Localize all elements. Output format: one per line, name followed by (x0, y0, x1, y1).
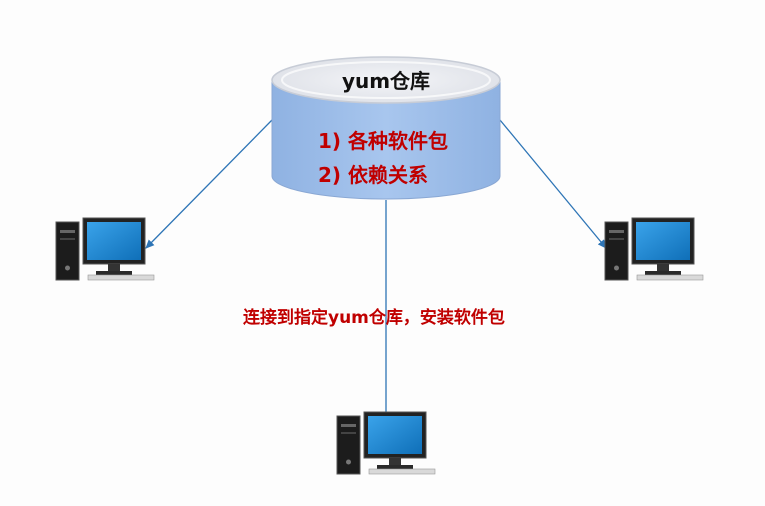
arrow-to-left-computer (145, 119, 273, 249)
yum-repository-cylinder: yum仓库 1) 各种软件包 2) 依赖关系 (271, 56, 501, 200)
desktop-computer-icon (604, 217, 704, 281)
arrows (145, 119, 607, 423)
connection-label: 连接到指定yum仓库，安装软件包 (243, 307, 505, 328)
desktop-computer-icon (336, 411, 436, 475)
repository-item-dependencies: 2) 依赖关系 (318, 163, 428, 187)
cylinder-top (271, 56, 501, 104)
repository-title: yum仓库 (342, 69, 430, 93)
arrow-to-right-computer (499, 119, 607, 249)
desktop-computer-icon (55, 217, 155, 281)
repository-item-packages: 1) 各种软件包 (318, 129, 448, 153)
